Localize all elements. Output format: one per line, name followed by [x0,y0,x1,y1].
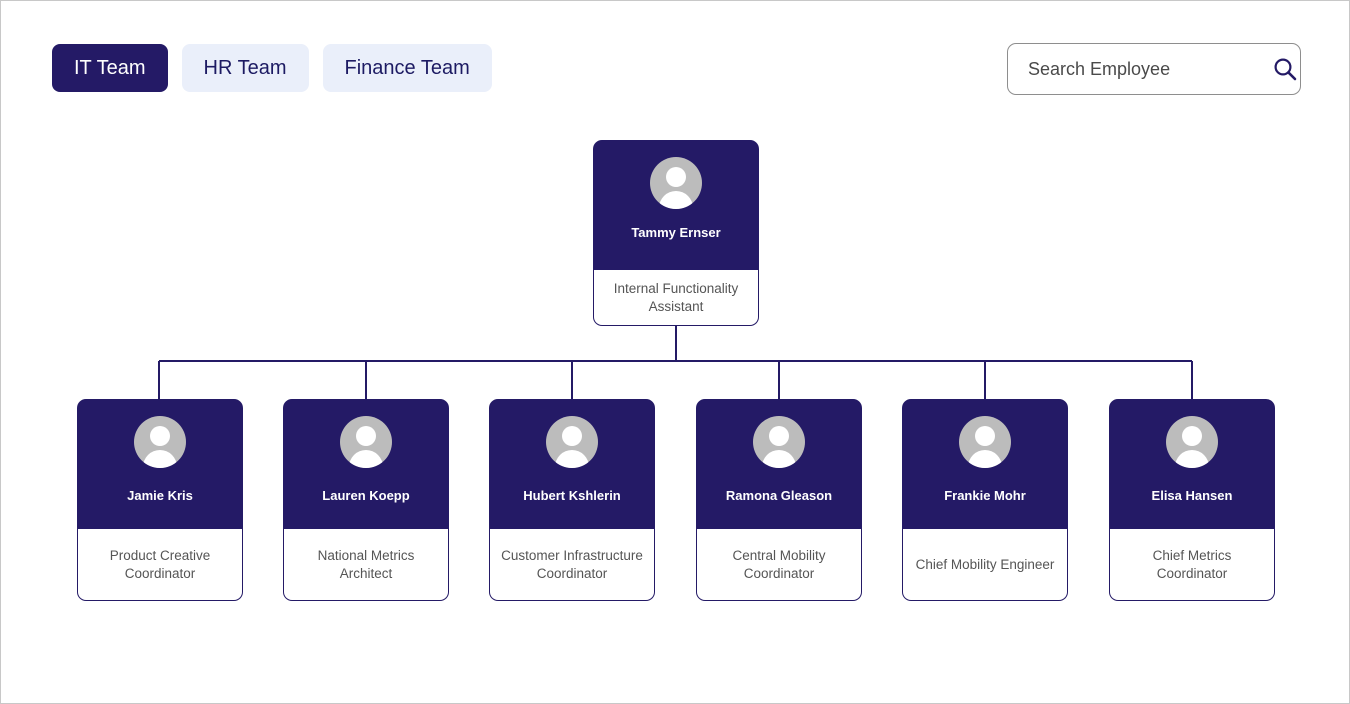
org-node-title: Product Creative Coordinator [77,529,243,601]
tab-hr-team-label: HR Team [203,56,287,79]
org-node-root[interactable]: Tammy Ernser Internal Functionality Assi… [593,140,759,326]
org-node-ramona-gleason[interactable]: Ramona Gleason Central Mobility Coordina… [696,399,862,601]
org-node-lauren-koepp[interactable]: Lauren Koepp National Metrics Architect [283,399,449,601]
org-node-frankie-mohr[interactable]: Frankie Mohr Chief Mobility Engineer [902,399,1068,601]
org-node-name: Tammy Ernser [631,225,721,240]
team-tabs: IT Team HR Team Finance Team [52,44,492,92]
org-node-name: Jamie Kris [127,488,193,503]
org-node-header: Frankie Mohr [902,399,1068,529]
tab-it-team-label: IT Team [74,56,146,79]
org-node-title: Internal Functionality Assistant [593,270,759,326]
org-node-name: Lauren Koepp [322,488,410,503]
user-avatar-icon [546,416,598,468]
org-node-header: Elisa Hansen [1109,399,1275,529]
org-node-title: Chief Metrics Coordinator [1109,529,1275,601]
toolbar: IT Team HR Team Finance Team [1,1,1349,131]
org-node-jamie-kris[interactable]: Jamie Kris Product Creative Coordinator [77,399,243,601]
org-node-header: Tammy Ernser [593,140,759,270]
user-avatar-icon [959,416,1011,468]
tab-finance-team[interactable]: Finance Team [322,44,492,92]
search-input[interactable] [1008,58,1270,80]
org-node-elisa-hansen[interactable]: Elisa Hansen Chief Metrics Coordinator [1109,399,1275,601]
org-node-title: Customer Infrastructure Coordinator [489,529,655,601]
user-avatar-icon [753,416,805,468]
tab-finance-team-label: Finance Team [344,56,470,79]
search-icon[interactable] [1270,43,1300,95]
user-avatar-icon [650,157,702,209]
user-avatar-icon [340,416,392,468]
org-node-header: Lauren Koepp [283,399,449,529]
org-node-name: Frankie Mohr [944,488,1026,503]
user-avatar-icon [134,416,186,468]
org-node-name: Elisa Hansen [1151,488,1233,503]
tab-it-team[interactable]: IT Team [52,44,168,92]
tab-hr-team[interactable]: HR Team [181,44,309,92]
org-node-header: Ramona Gleason [696,399,862,529]
org-node-header: Hubert Kshlerin [489,399,655,529]
user-avatar-icon [1166,416,1218,468]
org-node-hubert-kshlerin[interactable]: Hubert Kshlerin Customer Infrastructure … [489,399,655,601]
org-node-name: Ramona Gleason [725,488,833,503]
search-box[interactable] [1007,43,1301,95]
org-node-title: Chief Mobility Engineer [902,529,1068,601]
org-node-title: National Metrics Architect [283,529,449,601]
org-node-title: Central Mobility Coordinator [696,529,862,601]
org-node-name: Hubert Kshlerin [523,488,621,503]
org-node-header: Jamie Kris [77,399,243,529]
